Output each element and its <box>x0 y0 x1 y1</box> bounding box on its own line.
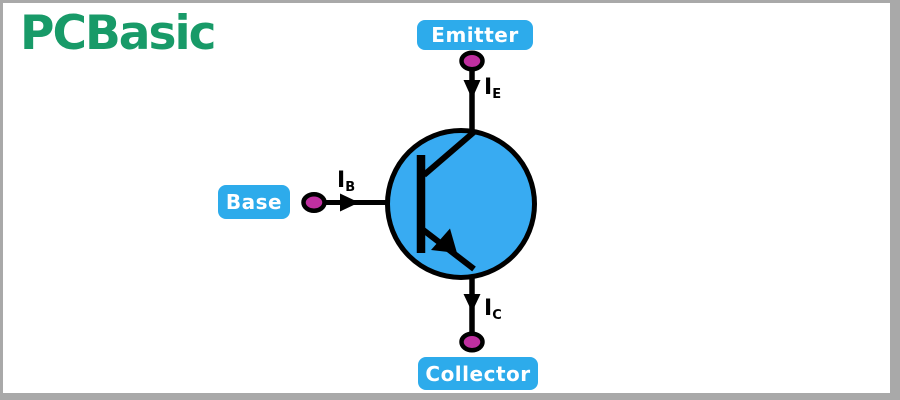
base-current-arrow <box>340 193 359 212</box>
collector-label: Collector <box>418 357 538 390</box>
pnp-arrowhead <box>431 228 457 253</box>
emitter-current-label: IE <box>484 75 502 102</box>
emitter-terminal-dot <box>459 50 485 72</box>
emitter-current-symbol: I <box>484 75 493 100</box>
emitter-current-arrow <box>463 80 481 99</box>
base-label: Base <box>218 185 290 219</box>
collector-terminal-dot <box>459 331 485 353</box>
collector-current-symbol: I <box>484 296 493 321</box>
base-current-label: IB <box>337 168 356 195</box>
emitter-label: Emitter <box>417 20 533 50</box>
base-current-symbol: I <box>337 168 346 193</box>
emitter-current-subscript: E <box>492 87 502 102</box>
collector-current-subscript: C <box>492 308 502 323</box>
collector-current-arrow <box>463 294 481 312</box>
base-current-subscript: B <box>345 180 356 195</box>
emitter-diagonal <box>422 129 476 178</box>
collector-current-label: IC <box>484 296 502 323</box>
base-terminal-dot <box>301 192 327 213</box>
pcbasic-logo: PCBasic <box>20 6 216 61</box>
